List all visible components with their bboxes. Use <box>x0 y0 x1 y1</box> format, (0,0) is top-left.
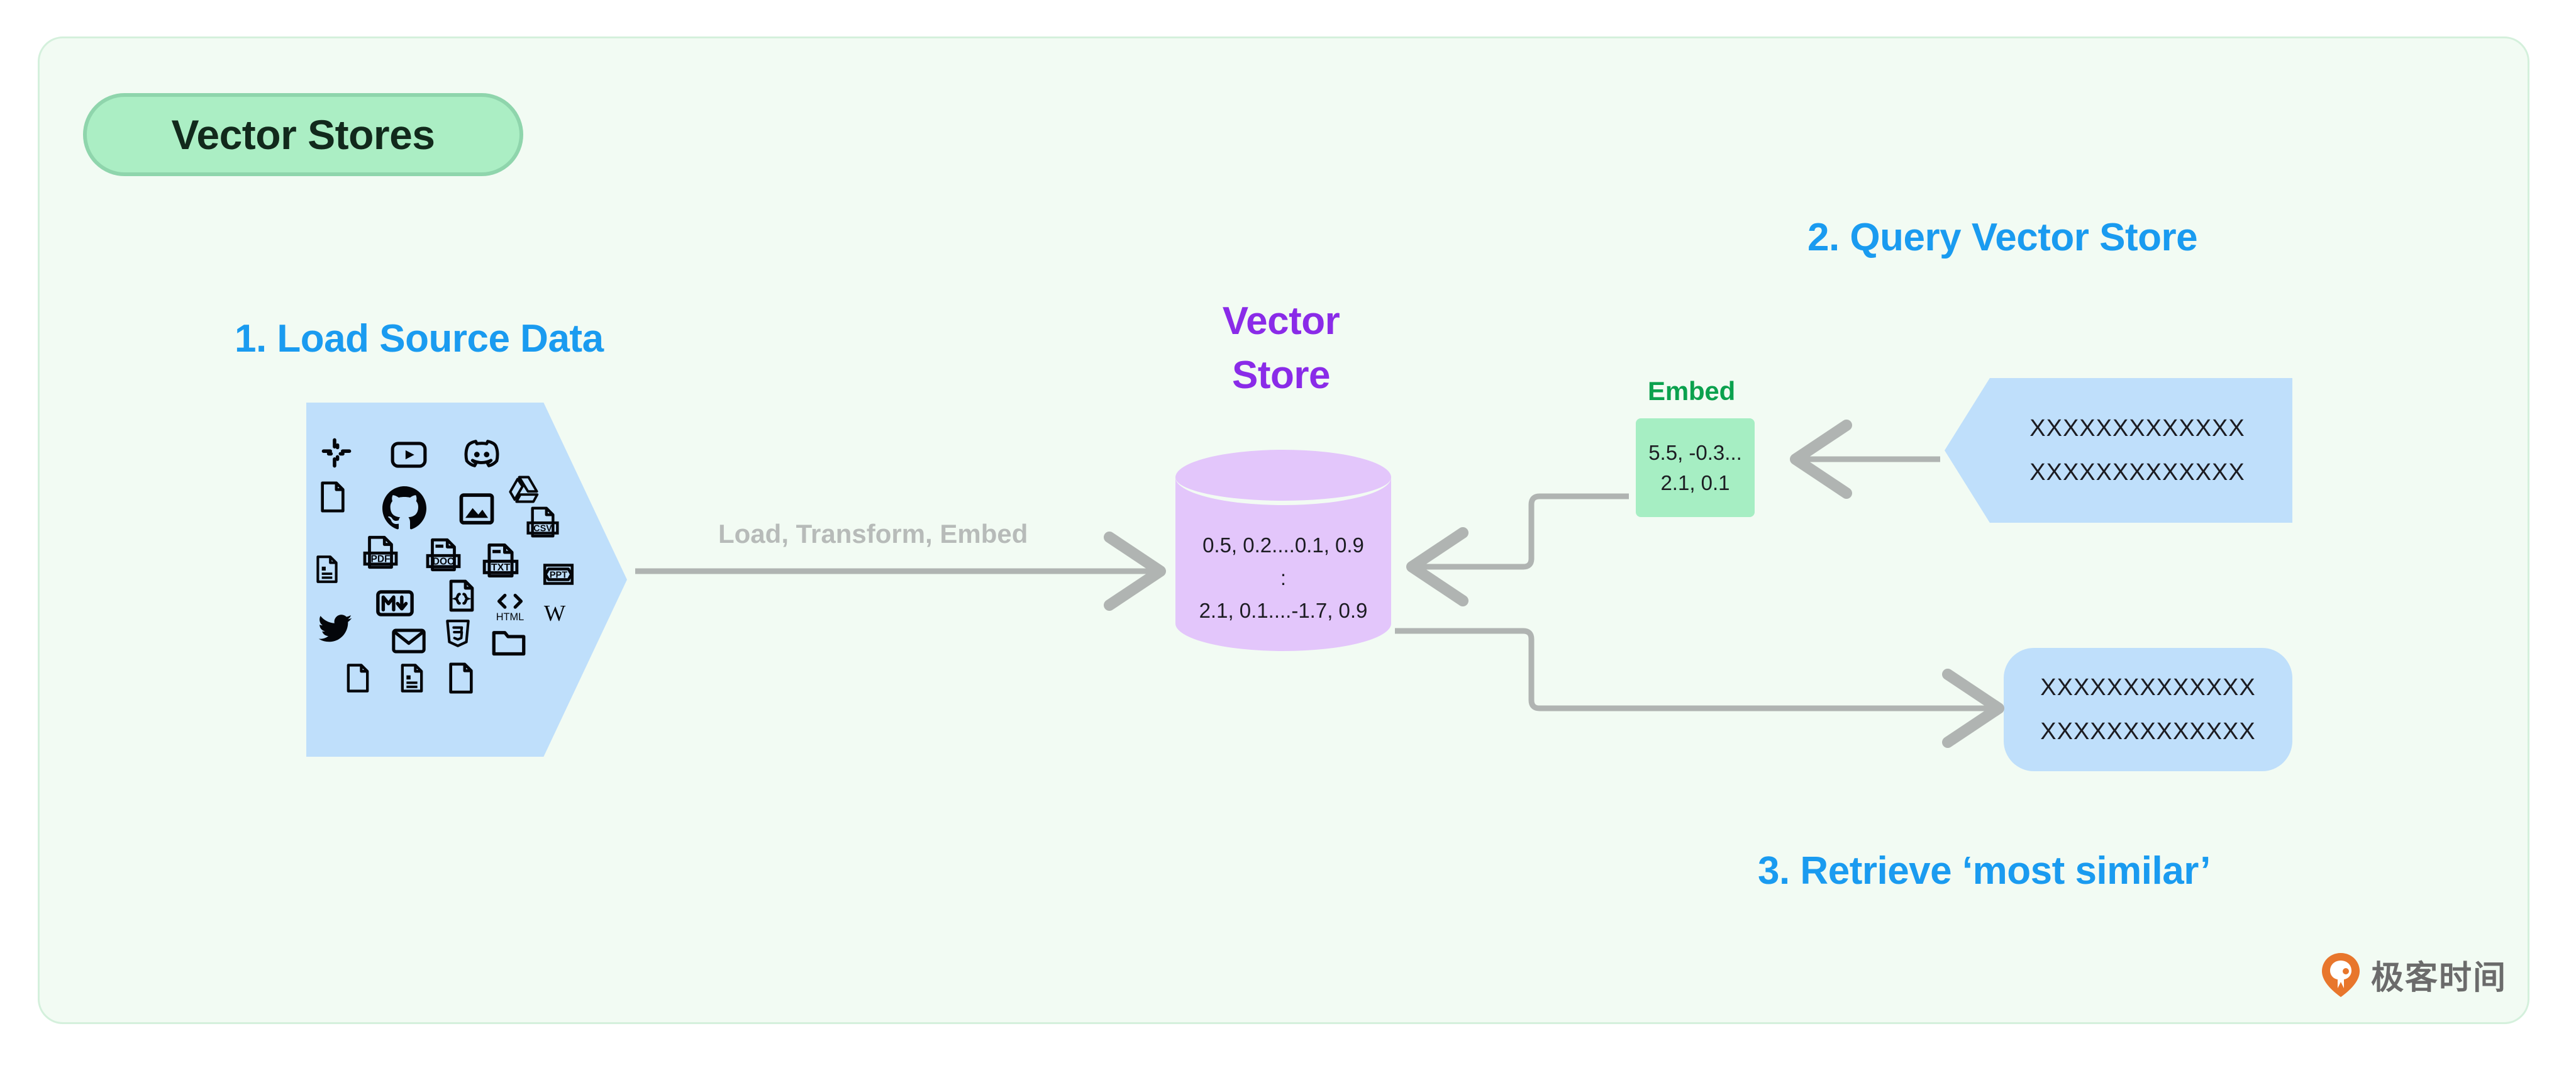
retrieve-row: XXXXXXXXXXXXX <box>2040 674 2256 701</box>
load-transform-embed-label: Load, Transform, Embed <box>718 519 1028 549</box>
html-icon: HTML <box>492 589 528 624</box>
pdf-file-icon: PDF <box>362 533 399 571</box>
wikipedia-icon: W <box>540 598 569 627</box>
svg-text:HTML: HTML <box>496 611 524 623</box>
file-blank2-icon <box>341 662 374 694</box>
cylinder-top-ellipse <box>1175 450 1391 505</box>
step-1-heading: 1. Load Source Data <box>235 317 604 360</box>
vector-store-cylinder: 0.5, 0.2....0.1, 0.9 : 2.1, 0.1....-1.7,… <box>1175 450 1391 651</box>
geektime-logo-icon <box>2322 952 2360 997</box>
retrieve-row: XXXXXXXXXXXXX <box>2040 718 2256 745</box>
vector-stores-title-pill: Vector Stores <box>83 93 523 176</box>
vector-store-label-line1: Vector <box>1222 299 1340 343</box>
google-drive-icon <box>508 473 540 506</box>
discord-icon <box>462 434 501 473</box>
github-icon <box>379 483 430 533</box>
step-2-heading: 2. Query Vector Store <box>1807 216 2198 259</box>
svg-text:PPT: PPT <box>550 570 567 580</box>
embed-vector-box: 5.5, -0.3... 2.1, 0.1 <box>1636 418 1755 517</box>
file-blank-icon <box>315 479 350 515</box>
cylinder-vector-rows: 0.5, 0.2....0.1, 0.9 : 2.1, 0.1....-1.7,… <box>1175 529 1391 627</box>
json-file-icon <box>443 577 480 614</box>
svg-text:DOC: DOC <box>433 557 454 567</box>
watermark-text: 极客时间 <box>2371 960 2507 996</box>
slack-icon <box>319 435 354 471</box>
query-row: XXXXXXXXXXXXX <box>2029 415 2245 442</box>
vector-store-label: Vector Store <box>1177 294 1385 403</box>
twitter-icon <box>318 610 354 647</box>
doc-lines2-icon <box>396 662 428 694</box>
markdown-icon <box>375 584 414 623</box>
cylinder-row: 2.1, 0.1....-1.7, 0.9 <box>1199 599 1368 622</box>
csv-file-icon: CSV <box>525 504 560 540</box>
cylinder-body <box>1175 477 1391 651</box>
cylinder-row: 0.5, 0.2....0.1, 0.9 <box>1202 533 1364 557</box>
retrieved-result-block: XXXXXXXXXXXXX XXXXXXXXXXXXX <box>2004 648 2292 771</box>
image-icon <box>457 489 496 528</box>
page-title: Vector Stores <box>171 111 435 158</box>
embed-label: Embed <box>1648 376 1736 406</box>
embed-row: 2.1, 0.1 <box>1660 471 1730 494</box>
query-text-block: XXXXXXXXXXXXX XXXXXXXXXXXXX <box>1945 378 2292 523</box>
geektime-watermark: 极客时间 <box>2321 951 2507 998</box>
css3-icon <box>442 618 474 649</box>
youtube-icon <box>389 435 428 474</box>
doc-lines-icon <box>311 554 343 585</box>
svg-text:TXT: TXT <box>491 562 510 573</box>
step-3-heading: 3. Retrieve ‘most similar’ <box>1758 849 2211 893</box>
svg-text:W: W <box>544 600 566 625</box>
svg-text:PDF: PDF <box>371 554 391 565</box>
source-icon-grid: CSV PDF DOC TXT PPT HTML W <box>306 403 627 757</box>
embed-row: 5.5, -0.3... <box>1648 440 1742 464</box>
svg-text:CSV: CSV <box>533 523 552 533</box>
email-icon <box>391 623 427 659</box>
folder-icon <box>490 624 528 662</box>
txt-file-icon: TXT <box>481 541 520 580</box>
ppt-file-icon: PPT <box>540 556 577 593</box>
doc-file-icon: DOC <box>425 536 462 574</box>
cylinder-row: : <box>1280 566 1287 589</box>
query-row: XXXXXXXXXXXXX <box>2029 459 2245 486</box>
vector-store-label-line2: Store <box>1232 354 1330 397</box>
file-blank3-icon <box>443 660 479 696</box>
